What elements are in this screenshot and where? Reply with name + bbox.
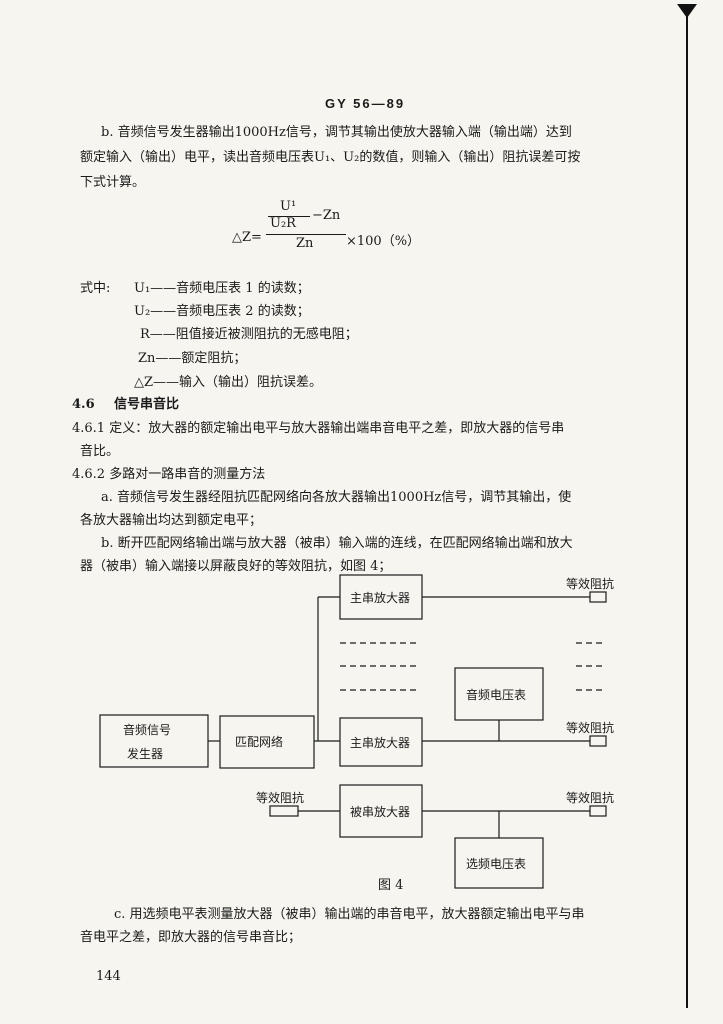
selective-voltmeter-label: 选频电压表 — [466, 857, 527, 871]
section-number: 4.6 — [72, 397, 95, 412]
legend-item: △Z——输入（输出）阻抗误差。 — [134, 375, 323, 390]
s461-line2: 音比。 — [80, 444, 120, 459]
matching-network-box — [219, 715, 315, 769]
legend-item: R——阻值接近被测阻抗的无感电阻； — [140, 327, 358, 342]
page-number: 144 — [96, 969, 121, 984]
formula-inner-bar — [268, 216, 310, 217]
formula-numerator-mid: U₂R — [270, 216, 296, 231]
legend-item: U₂——音频电压表 2 的读数； — [134, 304, 310, 319]
formula-times: ×100（%） — [346, 234, 421, 249]
para-b1-line2: 额定输入（输出）电平，读出音频电压表U₁、U₂的数值，则输入（输出）阻抗误差可按 — [80, 150, 581, 165]
document-code: GY 56—89 — [325, 96, 406, 111]
formula-numerator-top: U¹ — [280, 199, 297, 214]
load-resistor-mid — [589, 735, 607, 747]
page-spine-line — [686, 8, 688, 1008]
legend-intro: 式中: — [80, 281, 111, 296]
formula-main-bar — [266, 234, 346, 235]
corner-triangle-mark — [677, 4, 697, 18]
matching-network-label: 匹配网络 — [235, 735, 284, 749]
main-amp-top-label: 主串放大器 — [350, 591, 411, 605]
load-mid-label: 等效阻抗 — [566, 721, 615, 735]
load-resistor-top — [589, 591, 607, 603]
para-b1-line3: 下式计算。 — [80, 175, 146, 190]
section-title: 信号串音比 — [114, 397, 180, 412]
victim-amp-label: 被串放大器 — [350, 805, 411, 819]
s461-line1: 4.6.1 定义：放大器的额定输出电平与放大器输出端串音电平之差，即放大器的信号… — [72, 421, 565, 436]
formula-lhs: △Z= — [232, 230, 262, 245]
load-victim-out-label: 等效阻抗 — [566, 791, 615, 805]
para-b2-line1: b. 断开匹配网络输出端与放大器（被串）输入端的连线，在匹配网络输出端和放大 — [101, 536, 573, 551]
figure-caption: 图 4 — [378, 878, 404, 893]
para-c-line1: c. 用选频电平表测量放大器（被串）输出端的串音电平，放大器额定输出电平与串 — [114, 907, 585, 922]
load-top-label: 等效阻抗 — [566, 577, 615, 591]
generator-label-line2: 发生器 — [127, 747, 164, 761]
para-a-line1: a. 音频信号发生器经阻抗匹配网络向各放大器输出1000Hz信号，调节其输出，使 — [101, 490, 572, 505]
load-victim-in-label: 等效阻抗 — [256, 791, 305, 805]
load-resistor-victim-out — [589, 805, 607, 817]
main-amp-bottom-box — [339, 717, 423, 767]
formula-denominator: Zn — [296, 236, 314, 251]
para-b1-line1: b. 音频信号发生器输出1000Hz信号，调节其输出使放大器输入端（输出端）达到 — [101, 125, 572, 140]
legend-item: U₁——音频电压表 1 的读数； — [134, 281, 310, 296]
s462-heading: 4.6.2 多路对一路串音的测量方法 — [72, 467, 266, 482]
para-c-line2: 音电平之差，即放大器的信号串音比； — [80, 930, 302, 945]
voltmeter-label: 音频电压表 — [466, 688, 527, 702]
formula-minus-zn: −Zn — [312, 208, 341, 223]
generator-label-line1: 音频信号 — [123, 723, 172, 737]
para-a-line2: 各放大器输出均达到额定电平； — [80, 513, 263, 528]
load-resistor-victim-in — [269, 805, 299, 817]
legend-item: Zn——额定阻抗； — [138, 351, 247, 366]
main-amp-bottom-label: 主串放大器 — [350, 736, 411, 750]
para-b2-line2: 器（被串）输入端接以屏蔽良好的等效阻抗，如图 4； — [80, 559, 392, 574]
